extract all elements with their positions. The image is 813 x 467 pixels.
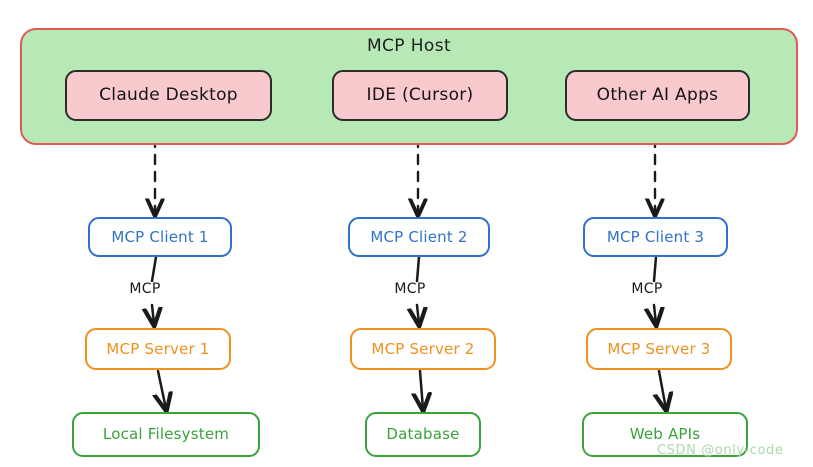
mcp-host-title: MCP Host bbox=[366, 36, 452, 56]
app-label: IDE (Cursor) bbox=[366, 85, 474, 106]
mcp-client-box-1[interactable]: MCP Client 1 bbox=[88, 217, 232, 257]
resource-box-local-filesystem[interactable]: Local Filesystem bbox=[72, 412, 260, 457]
resource-label: Web APIs bbox=[629, 425, 701, 444]
mcp-server-box-3[interactable]: MCP Server 3 bbox=[586, 328, 732, 370]
edge-server-to-resource-2 bbox=[420, 369, 423, 409]
app-label: Other AI Apps bbox=[596, 85, 719, 106]
app-box-claude-desktop[interactable]: Claude Desktop bbox=[65, 70, 272, 121]
app-box-ide-cursor[interactable]: IDE (Cursor) bbox=[332, 70, 508, 121]
edge-client-to-server-2 bbox=[417, 255, 419, 324]
client-label: MCP Client 3 bbox=[606, 227, 705, 246]
edge-label-mcp-3: MCP bbox=[631, 281, 663, 297]
client-label: MCP Client 2 bbox=[370, 227, 468, 246]
resource-label: Database bbox=[386, 425, 460, 444]
edge-label-mcp-2: MCP bbox=[394, 281, 426, 297]
resource-box-database[interactable]: Database bbox=[365, 412, 481, 457]
server-label: MCP Server 2 bbox=[371, 339, 475, 358]
mcp-server-box-1[interactable]: MCP Server 1 bbox=[85, 328, 231, 370]
mcp-client-box-2[interactable]: MCP Client 2 bbox=[348, 217, 490, 257]
resource-box-web-apis[interactable]: Web APIs bbox=[582, 412, 748, 457]
server-label: MCP Server 3 bbox=[607, 339, 711, 358]
client-label: MCP Client 1 bbox=[111, 227, 209, 246]
edge-server-to-resource-3 bbox=[659, 369, 666, 409]
mcp-server-box-2[interactable]: MCP Server 2 bbox=[350, 328, 496, 370]
edge-label-mcp-1: MCP bbox=[129, 281, 161, 297]
edge-client-to-server-3 bbox=[654, 255, 656, 324]
edge-client-to-server-1 bbox=[152, 255, 156, 324]
edge-server-to-resource-1 bbox=[158, 369, 166, 409]
resource-label: Local Filesystem bbox=[102, 425, 230, 444]
app-box-other-ai-apps[interactable]: Other AI Apps bbox=[565, 70, 750, 121]
mcp-client-box-3[interactable]: MCP Client 3 bbox=[583, 217, 728, 257]
app-label: Claude Desktop bbox=[99, 85, 238, 106]
server-label: MCP Server 1 bbox=[106, 339, 210, 358]
